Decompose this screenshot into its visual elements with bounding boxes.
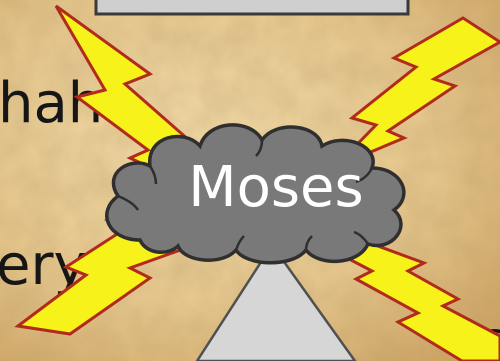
cloud-label: Moses (188, 155, 363, 220)
top-box (96, 0, 408, 14)
